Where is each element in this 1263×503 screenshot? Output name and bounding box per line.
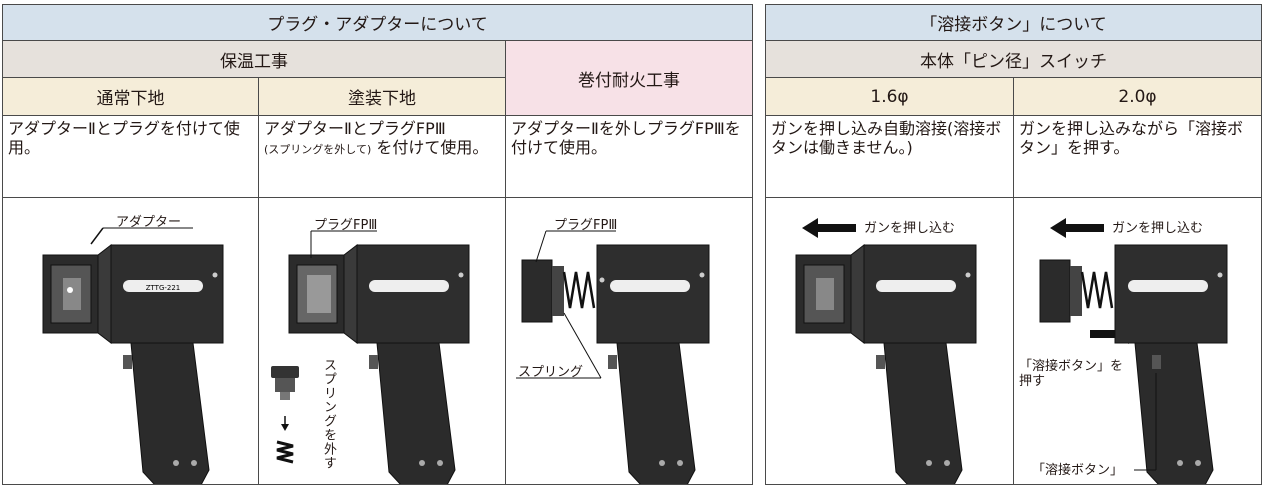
size-16-header: 1.6φ: [765, 77, 1014, 116]
removed-spring-plug-illustration: [271, 366, 299, 464]
image-fireproof: プラグFPⅢ スプリング: [504, 197, 754, 485]
label-plug-fp3-2: プラグFPⅢ: [554, 218, 618, 233]
fireproof-header: 巻付耐火工事: [504, 40, 754, 116]
image-16: ガンを押し込む: [765, 197, 1014, 485]
plug-adapter-table: プラグ・アダプターについて 保温工事 巻付耐火工事 通常下地 塗装下地 アダプタ…: [1, 4, 754, 485]
size-20-header: 2.0φ: [1013, 77, 1262, 116]
label-weld-button: 「溶接ボタン」: [1032, 463, 1124, 478]
label-push-gun-20: ガンを押し込む: [1112, 221, 1204, 236]
desc-painted: アダプターⅡとプラグFPⅢ(スプリングを外して) を付けて使用。: [258, 115, 506, 198]
left-arrow-icon: [802, 218, 856, 238]
label-remove-spring: スプリングを外す: [321, 358, 336, 470]
desc-20: ガンを押し込みながら「溶接ボタン」を押す。: [1013, 115, 1262, 198]
label-plug-fp3: プラグFPⅢ: [314, 218, 378, 233]
label-adapter: アダプター: [116, 215, 182, 230]
stud-gun-push-16-illustration: [795, 218, 977, 484]
painted-base-header: 塗装下地: [258, 77, 506, 116]
label-press-button: 「溶接ボタン」を押す: [1019, 359, 1124, 389]
gun-badge: ZTTG-221: [146, 284, 181, 292]
normal-base-header: 通常下地: [2, 77, 259, 116]
desc-16: ガンを押し込み自動溶接(溶接ボタンは働きません。): [765, 115, 1014, 198]
stud-gun-push-20-illustration: [1039, 218, 1228, 484]
left-arrow-icon: [1050, 218, 1104, 238]
pin-switch-header: 本体「ピン径」スイッチ: [765, 40, 1262, 78]
insulation-header: 保温工事: [2, 40, 506, 78]
stud-gun-with-spring-illustration: [516, 230, 710, 484]
desc-fireproof: アダプターⅡを外しプラグFPⅢを付けて使用。: [504, 115, 754, 198]
stud-gun-with-adapter-illustration: ZTTG-221: [42, 227, 224, 484]
image-20: ガンを押し込む 「溶接ボタン」を押す 「溶接ボタン」: [1013, 197, 1262, 485]
stud-gun-with-plug-fp3-illustration: [271, 230, 470, 484]
desc-normal: アダプターⅡとプラグを付けて使用。: [2, 115, 259, 198]
weld-button-title: 「溶接ボタン」について: [765, 4, 1262, 41]
plug-adapter-title: プラグ・アダプターについて: [1, 4, 754, 41]
weld-button-table: 「溶接ボタン」について 本体「ピン径」スイッチ 1.6φ 2.0φ ガンを押し込…: [765, 4, 1262, 485]
image-painted: プラグFPⅢ スプリングを外す: [258, 197, 506, 485]
label-push-gun-16: ガンを押し込む: [864, 221, 956, 236]
image-normal: ZTTG-221 アダプター: [2, 197, 259, 485]
label-spring: スプリング: [518, 365, 584, 380]
